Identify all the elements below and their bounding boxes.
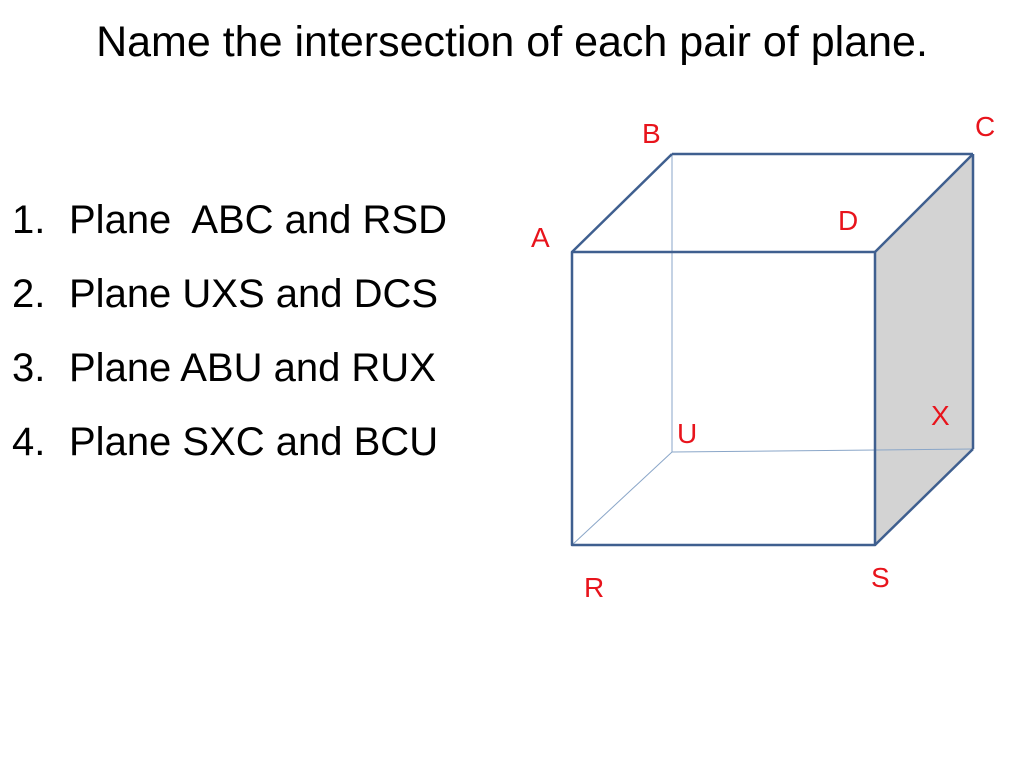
vertex-label-s: S [871, 562, 890, 593]
cube-edge-sx [874, 448, 974, 546]
vertex-label-u: U [677, 418, 697, 449]
question-number: 4. [12, 420, 46, 464]
vertex-label-c: C [975, 111, 995, 142]
question-text: Plane ABC and RSD [69, 198, 447, 242]
cube-edge-ab [571, 153, 673, 253]
vertex-label-a: A [531, 222, 550, 253]
question-list: 1. Plane ABC and RSD 2. Plane UXS and DC… [12, 198, 512, 494]
question-item-2: 2. Plane UXS and DCS [12, 272, 512, 346]
question-item-1: 1. Plane ABC and RSD [12, 198, 512, 272]
vertex-label-d: D [838, 205, 858, 236]
question-text: Plane UXS and DCS [69, 272, 439, 316]
vertex-label-x: X [931, 400, 950, 431]
question-item-4: 4. Plane SXC and BCU [12, 420, 512, 494]
question-text: Plane SXC and BCU [69, 420, 439, 464]
page-title: Name the intersection of each pair of pl… [96, 18, 928, 66]
cube-face-right [875, 154, 973, 545]
vertex-label-b: B [642, 118, 661, 149]
cube-face-front [570, 250, 877, 547]
question-number: 1. [12, 198, 46, 242]
cube-edge-ru [571, 451, 673, 546]
question-item-3: 3. Plane ABU and RUX [12, 346, 512, 420]
question-text: Plane ABU and RUX [69, 346, 436, 390]
cube-edge-dc [874, 153, 974, 253]
cube-edge-ux [671, 448, 974, 453]
vertex-label-r: R [584, 572, 604, 603]
question-number: 2. [12, 272, 46, 316]
question-number: 3. [12, 346, 46, 390]
